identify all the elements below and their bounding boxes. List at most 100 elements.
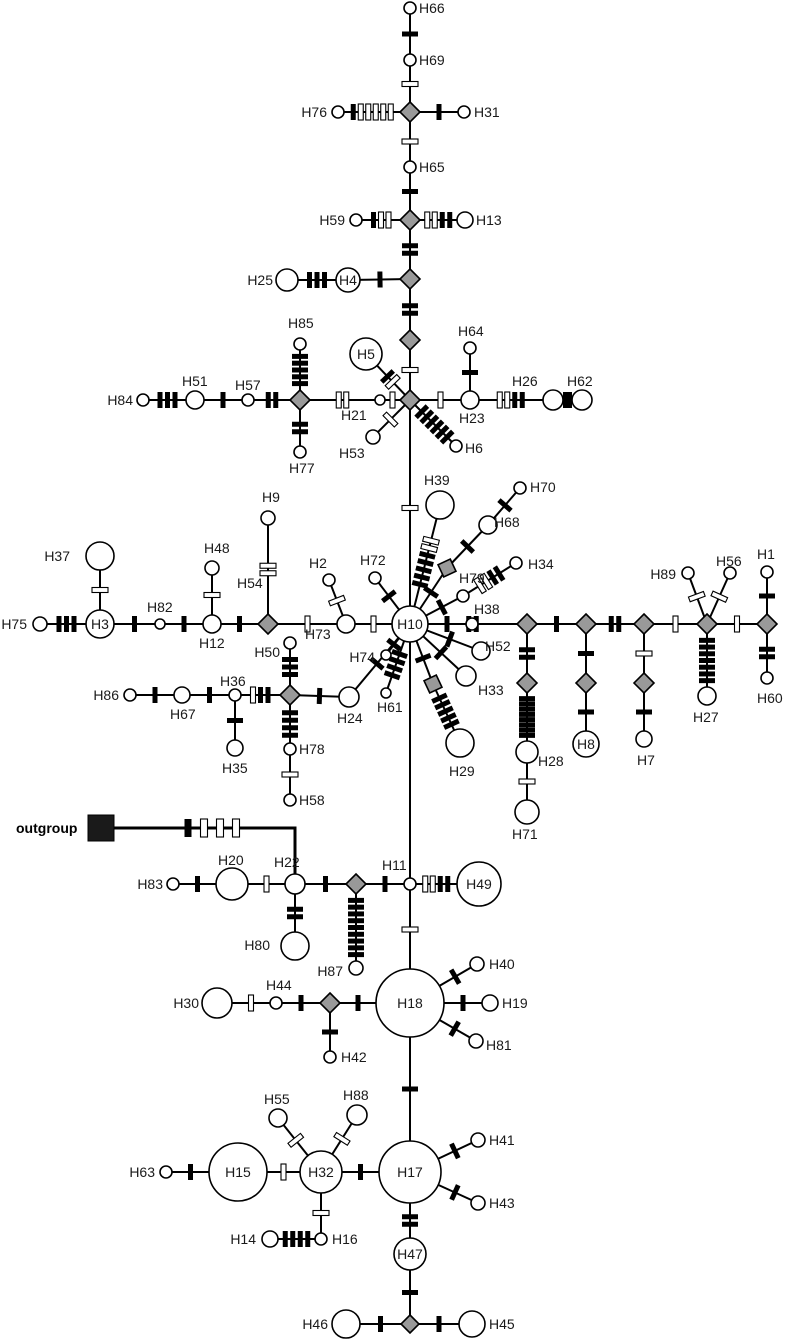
mutation-tick-filled (608, 616, 614, 632)
mutation-tick-filled (380, 589, 397, 604)
mutation-tick-filled (422, 585, 440, 599)
haplotype-node (349, 213, 363, 227)
mutation-tick-filled (287, 914, 303, 920)
mutation-tick-filled (371, 212, 376, 228)
haplotype-node (468, 1033, 484, 1049)
haplotype-label: H41 (489, 1132, 515, 1148)
mutation-tick-filled (350, 104, 356, 120)
mutation-tick-filled (282, 657, 298, 662)
haplotype-node (293, 337, 307, 351)
haplotype-label: H48 (204, 540, 230, 556)
mutation-tick-filled (391, 649, 408, 659)
mutation-tick-filled (157, 392, 163, 408)
haplotype-node (478, 515, 498, 535)
mutation-tick-filled (436, 1316, 442, 1332)
mutation-tick-filled (314, 272, 320, 288)
mutation-tick-filled (382, 876, 388, 892)
mutation-tick-filled (292, 421, 308, 427)
median-vector-node (436, 557, 458, 579)
mutation-tick-filled (699, 637, 715, 643)
haplotype-node (471, 641, 491, 661)
mutation-tick-filled (282, 732, 298, 738)
haplotype-label: H22 (274, 854, 300, 870)
mutation-tick-filled (616, 616, 622, 632)
mutation-tick-filled (445, 876, 451, 892)
mutation-tick-filled (449, 1142, 461, 1160)
haplotype-node (335, 267, 361, 293)
median-vector-node (278, 683, 302, 707)
mutation-tick-filled (348, 945, 364, 951)
mutation-tick-filled (379, 369, 395, 384)
haplotype-label: H56 (716, 553, 742, 569)
haplotype-label: H29 (449, 763, 475, 779)
mutation-tick-filled (322, 272, 327, 288)
haplotype-label: H50 (254, 644, 280, 660)
mutation-tick-filled (227, 718, 243, 723)
haplotype-node (280, 931, 310, 961)
median-vector-node (632, 671, 656, 695)
haplotype-label: H24 (337, 710, 363, 726)
mutation-tick-filled (448, 1020, 461, 1037)
mutation-tick-filled (316, 687, 323, 705)
mutation-tick-filled (348, 925, 364, 930)
haplotype-node (283, 793, 297, 807)
mutation-tick-open (504, 391, 511, 409)
mutation-tick-open (215, 818, 225, 838)
mutation-tick-open (429, 875, 436, 893)
mutation-tick-open (431, 211, 438, 229)
mutation-tick-filled (447, 212, 453, 228)
mutation-tick-filled (386, 637, 402, 652)
mutation-tick-filled (460, 995, 466, 1011)
mutation-tick-filled (436, 104, 442, 120)
haplotype-node (283, 742, 297, 756)
haplotype-label: H74 (349, 649, 375, 665)
haplotype-label: H73 (305, 626, 331, 642)
haplotype-node (201, 987, 233, 1019)
haplotype-node (284, 873, 306, 895)
haplotype-node (85, 541, 115, 571)
haplotype-label: H19 (502, 995, 528, 1011)
median-vector-node (755, 612, 779, 636)
haplotype-node (469, 956, 485, 972)
mutation-tick-open (389, 391, 396, 409)
mutation-tick-open (280, 1163, 287, 1181)
median-vector-node (288, 388, 312, 412)
mutation-tick-filled (355, 995, 361, 1011)
mutation-tick-filled (414, 653, 432, 664)
mutation-tick-open (401, 366, 419, 374)
median-vector-node (318, 991, 342, 1015)
haplotype-label: H28 (538, 753, 564, 769)
haplotype-node (425, 490, 455, 520)
median-vector-node (344, 872, 368, 896)
haplotype-node (697, 686, 717, 706)
haplotype-node (481, 994, 499, 1012)
haplotype-label: H54 (237, 575, 263, 591)
mutation-tick-filled (152, 687, 158, 703)
haplotype-node (166, 877, 180, 891)
haplotype-label: H65 (419, 159, 445, 175)
haplotype-node (378, 1140, 442, 1204)
mutation-tick-filled (443, 718, 460, 730)
mutation-tick-filled (348, 897, 364, 903)
haplotype-label: H59 (319, 212, 345, 228)
haplotype-label: H42 (341, 1049, 367, 1065)
haplotype-node (374, 394, 386, 406)
median-vector-node (574, 612, 598, 636)
haplotype-node (159, 1165, 173, 1179)
mutation-tick-filled (434, 424, 450, 440)
mutation-tick-filled (449, 1184, 461, 1201)
mutation-tick-filled (554, 616, 559, 632)
haplotype-node (202, 614, 222, 634)
mutation-tick-filled (348, 952, 364, 958)
haplotype-node (322, 573, 336, 587)
haplotype-label: H17 (397, 1164, 423, 1180)
haplotype-label: H85 (288, 315, 314, 331)
mutation-tick-filled (434, 699, 451, 711)
mutation-tick-filled (519, 706, 535, 712)
mutation-tick-filled (64, 616, 69, 632)
mutation-tick-filled (292, 374, 308, 380)
haplotype-node (393, 1237, 427, 1271)
haplotype-label: H86 (93, 687, 119, 703)
haplotype-label: H7 (637, 752, 655, 768)
mutation-tick-filled (431, 692, 448, 704)
